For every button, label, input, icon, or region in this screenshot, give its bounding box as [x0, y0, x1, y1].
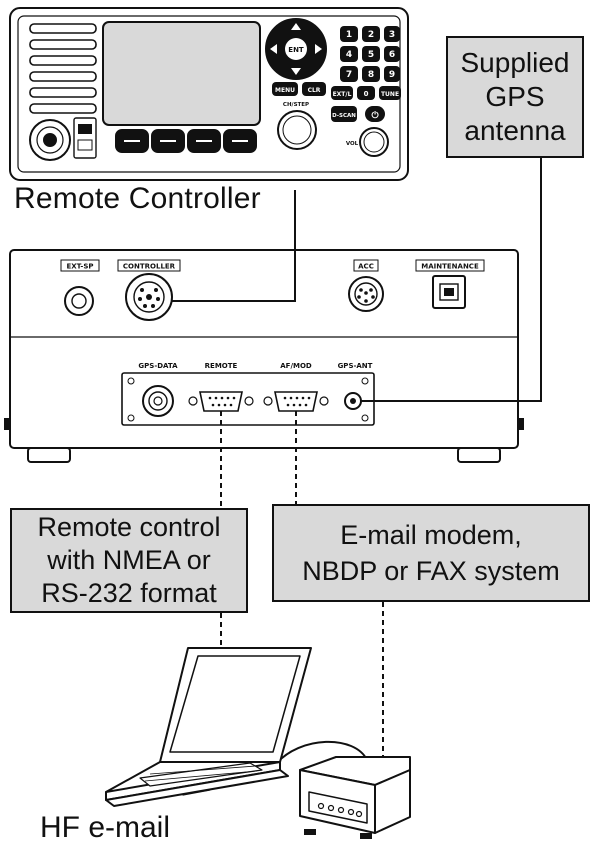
controller-vent-grille — [29, 23, 97, 114]
power-key-label: ⏻ — [371, 110, 379, 121]
keypad — [272, 26, 401, 122]
gps-data-label: GPS-DATA — [138, 362, 178, 370]
modem-box — [299, 756, 411, 839]
digit-key-label: 4 — [346, 50, 352, 60]
digit-key-label: 3 — [389, 30, 395, 40]
controller-display — [102, 21, 261, 126]
handset-connector — [29, 119, 71, 161]
gps-data-connector — [142, 385, 174, 417]
hf-email-label: HF e-mail — [40, 811, 171, 844]
zero-key-label: 0 — [364, 90, 369, 98]
vol-label: VOL — [346, 141, 359, 147]
clr-key-label: CLR — [308, 87, 321, 94]
digit-key-label: 9 — [389, 70, 395, 80]
digit-key-label: 7 — [346, 70, 352, 80]
acc-label: ACC — [358, 263, 374, 271]
remote-label: REMOTE — [205, 362, 238, 370]
dscan-key-label: D-SCAN — [332, 113, 356, 119]
ext-sp-jack — [64, 286, 94, 316]
chstep-label: CH/STEP — [283, 102, 309, 108]
remote-controller-label: Remote Controller — [14, 182, 261, 215]
acc-connector — [348, 276, 384, 312]
laptop-modem-cable — [274, 740, 368, 766]
maintenance-port — [432, 275, 466, 309]
digit-key-label: 2 — [368, 30, 374, 40]
tune-key-label: TUNE — [381, 91, 399, 98]
cables — [172, 158, 542, 766]
transceiver — [4, 249, 524, 463]
remote-control-line: RS-232 format — [41, 578, 217, 608]
gps-ant-label: GPS-ANT — [338, 362, 373, 370]
digit-key-label: 8 — [368, 70, 374, 80]
controller-port-label: CONTROLLER — [123, 263, 176, 271]
remote-control-line: with NMEA or — [47, 545, 211, 575]
ext-key-label: EXT/L — [333, 91, 352, 98]
menu-key-label: MENU — [275, 87, 295, 94]
remote-control-box: Remote control with NMEA or RS-232 forma… — [10, 508, 248, 613]
rear-panel — [121, 372, 375, 426]
digit-key-label: 1 — [346, 30, 352, 40]
email-modem-box: E-mail modem, NBDP or FAX system — [272, 504, 590, 602]
controller-cable — [172, 190, 296, 302]
maintenance-label: MAINTENANCE — [421, 263, 479, 271]
controller-connector — [125, 273, 173, 321]
email-modem-line: NBDP or FAX system — [302, 556, 560, 586]
channel-knob — [277, 110, 317, 150]
gps-antenna-line: GPS — [485, 81, 545, 112]
gps-antenna-box: Supplied GPS antenna — [446, 36, 584, 158]
digit-key-label: 5 — [368, 50, 374, 60]
af-mod-label: AF/MOD — [280, 362, 312, 370]
gps-antenna-cable — [361, 158, 542, 402]
email-modem-line: E-mail modem, — [340, 520, 522, 550]
remote-controller — [9, 7, 409, 181]
ext-sp-label: EXT-SP — [66, 263, 93, 271]
digit-key-label: 6 — [389, 50, 395, 60]
gps-antenna-line: Supplied — [460, 47, 570, 78]
laptop — [105, 647, 312, 807]
gps-antenna-line: antenna — [464, 115, 566, 146]
af-mod-dsub-connector — [263, 391, 329, 412]
remote-dsub-connector — [188, 391, 254, 412]
ent-key-label: ENT — [288, 46, 304, 54]
remote-control-line: Remote control — [37, 512, 221, 542]
